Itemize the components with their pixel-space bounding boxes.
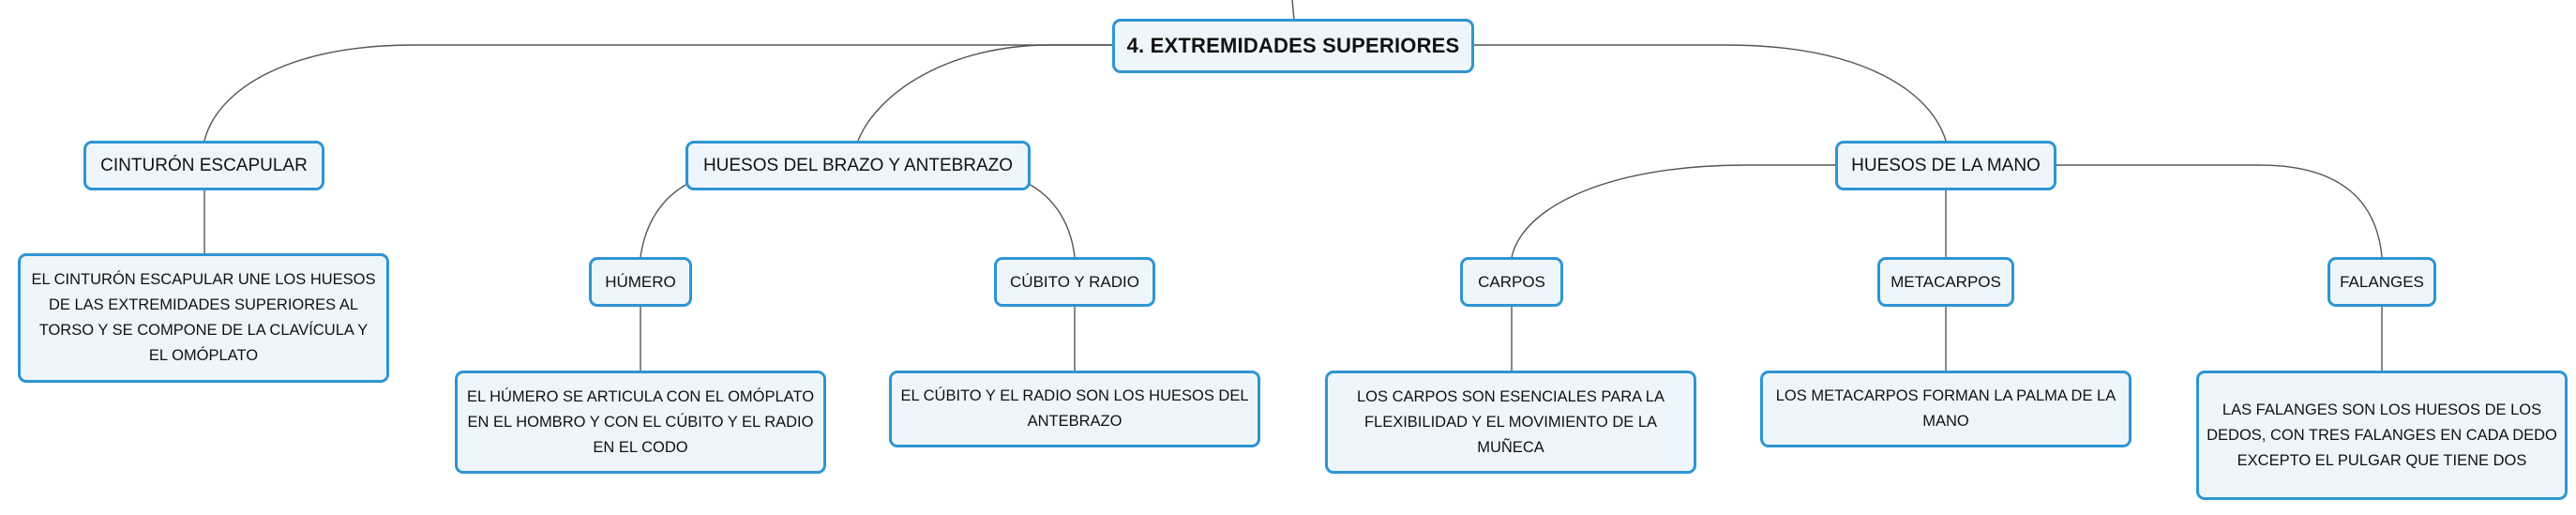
topic-falanges-label: FALANGES	[2340, 272, 2424, 291]
topic-cubito-radio[interactable]: CÚBITO Y RADIO	[994, 257, 1155, 307]
connector-root-parent	[1291, 0, 1295, 20]
topic-carpos[interactable]: CARPOS	[1460, 257, 1563, 307]
connector-root-mano	[1472, 44, 1947, 142]
topic-huesos-brazo-antebrazo[interactable]: HUESOS DEL BRAZO Y ANTEBRAZO	[685, 141, 1031, 190]
desc-falanges[interactable]: LAS FALANGES SON LOS HUESOS DE LOS DEDOS…	[2196, 371, 2568, 500]
desc-cubito-radio[interactable]: EL CÚBITO Y EL RADIO SON LOS HUESOS DEL …	[889, 371, 1260, 447]
topic-huesos-brazo-antebrazo-label: HUESOS DEL BRAZO Y ANTEBRAZO	[702, 155, 1014, 175]
desc-metacarpos[interactable]: LOS METACARPOS FORMAN LA PALMA DE LA MAN…	[1760, 371, 2132, 447]
connector-root-cinturon	[203, 44, 1112, 142]
desc-falanges-text: LAS FALANGES SON LOS HUESOS DE LOS DEDOS…	[2207, 401, 2557, 469]
desc-carpos[interactable]: LOS CARPOS SON ESENCIALES PARA LA FLEXIB…	[1325, 371, 1696, 474]
desc-cubito-radio-text: EL CÚBITO Y EL RADIO SON LOS HUESOS DEL …	[900, 387, 1249, 430]
topic-metacarpos[interactable]: METACARPOS	[1877, 257, 2014, 307]
topic-humero-label: HÚMERO	[605, 272, 676, 291]
topic-humero[interactable]: HÚMERO	[589, 257, 692, 307]
topic-falanges[interactable]: FALANGES	[2327, 257, 2436, 307]
connector-mano-falanges	[2056, 164, 2383, 258]
desc-humero[interactable]: EL HÚMERO SE ARTICULA CON EL OMÓPLATO EN…	[455, 371, 826, 474]
connector-brazo-cubito	[1026, 182, 1076, 258]
topic-huesos-mano-label: HUESOS DE LA MANO	[1851, 155, 2041, 175]
topic-metacarpos-label: METACARPOS	[1891, 272, 2001, 291]
desc-metacarpos-text: LOS METACARPOS FORMAN LA PALMA DE LA MAN…	[1775, 387, 2117, 430]
connector-brazo-humero	[640, 182, 690, 258]
desc-cinturon-escapular-text: EL CINTURÓN ESCAPULAR UNE LOS HUESOS DE …	[31, 271, 376, 364]
topic-cubito-radio-label: CÚBITO Y RADIO	[1010, 272, 1139, 291]
root-topic-label: 4. EXTREMIDADES SUPERIORES	[1126, 34, 1460, 57]
desc-humero-text: EL HÚMERO SE ARTICULA CON EL OMÓPLATO EN…	[466, 387, 815, 456]
topic-huesos-mano[interactable]: HUESOS DE LA MANO	[1835, 141, 2056, 190]
desc-carpos-text: LOS CARPOS SON ESENCIALES PARA LA FLEXIB…	[1357, 387, 1665, 456]
desc-cinturon-escapular[interactable]: EL CINTURÓN ESCAPULAR UNE LOS HUESOS DE …	[18, 253, 389, 383]
topic-carpos-label: CARPOS	[1478, 272, 1545, 291]
root-topic[interactable]: 4. EXTREMIDADES SUPERIORES	[1112, 19, 1474, 73]
topic-cinturon-escapular-label: CINTURÓN ESCAPULAR	[100, 155, 308, 175]
connector-root-brazo	[857, 44, 1112, 142]
topic-cinturon-escapular[interactable]: CINTURÓN ESCAPULAR	[83, 141, 324, 190]
connector-mano-carpos	[1511, 164, 1835, 258]
